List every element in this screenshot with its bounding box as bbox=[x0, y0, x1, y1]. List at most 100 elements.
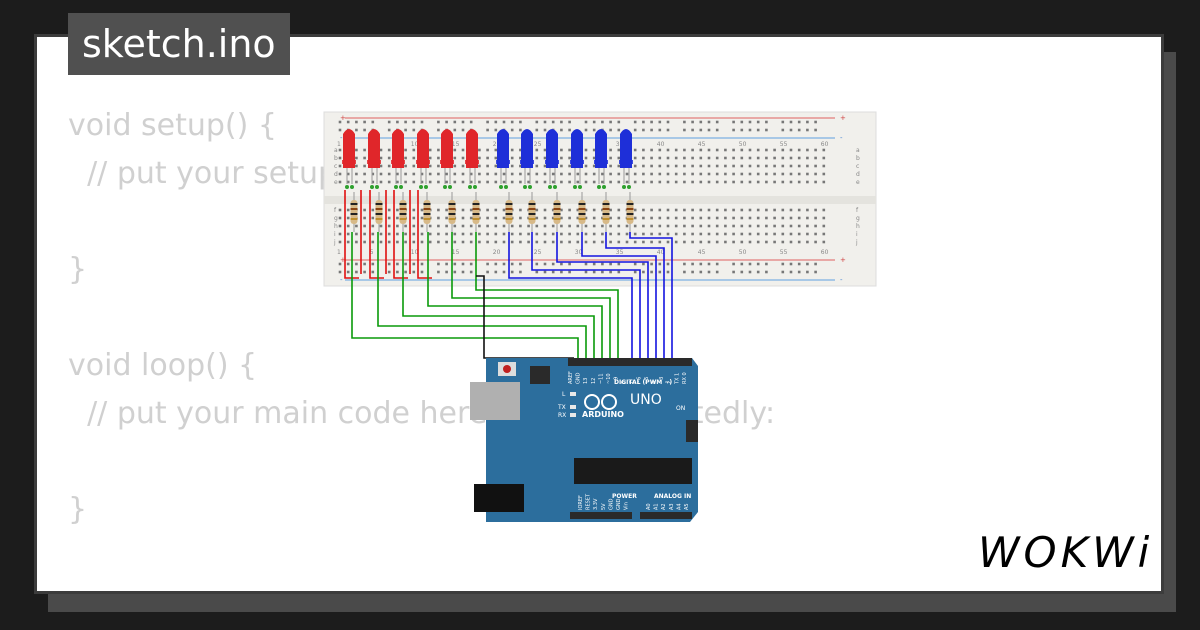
led-pin-dot bbox=[622, 185, 626, 189]
rail-hole bbox=[666, 262, 670, 266]
breadboard-hole bbox=[469, 240, 473, 244]
led-pin-dot bbox=[345, 185, 349, 189]
led-rim bbox=[619, 160, 633, 164]
breadboard-hole bbox=[543, 224, 547, 228]
row-letter: b bbox=[334, 155, 338, 162]
rail-hole bbox=[592, 270, 596, 274]
breadboard-hole bbox=[592, 164, 596, 168]
code-line: void loop() { bbox=[68, 348, 258, 383]
breadboard-hole bbox=[789, 224, 793, 228]
tx-label: TX bbox=[557, 404, 566, 411]
power-pin-label: IOREF bbox=[578, 495, 584, 510]
breadboard-hole bbox=[691, 224, 694, 228]
breadboard-hole bbox=[674, 148, 678, 152]
row-letter: f bbox=[856, 207, 859, 214]
breadboard-hole bbox=[494, 172, 498, 176]
breadboard-hole bbox=[404, 224, 407, 228]
digital-pin-label: ~10 bbox=[606, 373, 612, 384]
resistor-band bbox=[448, 208, 456, 210]
digital-header[interactable] bbox=[568, 358, 692, 366]
rail-hole bbox=[486, 262, 489, 266]
resistor-band bbox=[626, 208, 634, 210]
breadboard-hole bbox=[371, 224, 375, 228]
breadboard-hole bbox=[633, 216, 637, 220]
rail-hole bbox=[650, 270, 653, 274]
breadboard-hole bbox=[396, 216, 399, 220]
reset-button[interactable] bbox=[503, 365, 511, 373]
breadboard-hole bbox=[814, 164, 817, 168]
breadboard-hole bbox=[412, 156, 416, 160]
analog-header[interactable] bbox=[640, 512, 692, 519]
rail-hole bbox=[560, 120, 563, 124]
rail-hole bbox=[584, 262, 588, 266]
led-body bbox=[521, 129, 533, 168]
resistors bbox=[350, 192, 634, 232]
breadboard-hole bbox=[724, 164, 727, 168]
breadboard-hole bbox=[699, 240, 703, 244]
breadboard-hole bbox=[699, 216, 703, 220]
breadboard[interactable]: 1155101015152020252530303535404045455050… bbox=[323, 111, 877, 287]
column-number: 50 bbox=[739, 141, 747, 148]
breadboard-hole bbox=[642, 208, 645, 212]
wires bbox=[344, 190, 673, 360]
digital-pin-label: ~3 bbox=[659, 377, 665, 384]
breadboard-hole bbox=[437, 164, 440, 168]
breadboard-hole bbox=[683, 172, 686, 176]
breadboard-hole bbox=[650, 148, 653, 152]
breadboard-hole bbox=[748, 224, 752, 228]
rail-hole bbox=[502, 270, 506, 274]
digital-pin-label: ~9 bbox=[614, 377, 620, 384]
breadboard-hole bbox=[601, 216, 604, 220]
breadboard-hole bbox=[650, 208, 653, 212]
row-letter: a bbox=[334, 147, 338, 154]
breadboard-hole bbox=[740, 180, 744, 184]
breadboard-hole bbox=[822, 180, 826, 184]
breadboard-hole bbox=[748, 148, 752, 152]
breadboard-hole bbox=[633, 172, 637, 176]
breadboard-hole bbox=[617, 148, 621, 152]
breadboard-hole bbox=[674, 208, 678, 212]
arduino-uno[interactable]: DIGITAL (PWM ~) UNO ARDUINO ON L TX RX P… bbox=[470, 358, 698, 522]
blue-led bbox=[545, 129, 559, 189]
breadboard-hole bbox=[576, 208, 580, 212]
breadboard-hole bbox=[437, 216, 440, 220]
breadboard-hole bbox=[584, 156, 588, 160]
breadboard-hole bbox=[478, 224, 481, 228]
breadboard-hole bbox=[617, 240, 621, 244]
rail-hole bbox=[494, 120, 498, 124]
breadboard-hole bbox=[789, 156, 793, 160]
breadboard-hole bbox=[642, 224, 645, 228]
rail-hole bbox=[601, 270, 604, 274]
breadboard-hole bbox=[797, 180, 801, 184]
breadboard-hole bbox=[601, 224, 604, 228]
breadboard-hole bbox=[674, 224, 678, 228]
power-header[interactable] bbox=[570, 512, 632, 519]
led-pin-dot bbox=[528, 185, 532, 189]
breadboard-hole bbox=[674, 156, 678, 160]
breadboard-hole bbox=[814, 148, 817, 152]
row-letter: b bbox=[856, 155, 860, 162]
breadboard-hole bbox=[363, 172, 366, 176]
breadboard-hole bbox=[650, 232, 653, 236]
rail-hole bbox=[519, 120, 522, 124]
led-pin-dot bbox=[394, 185, 398, 189]
file-tab[interactable]: sketch.ino bbox=[68, 13, 290, 75]
analog-pin-label: A5 bbox=[684, 503, 690, 510]
breadboard-hole bbox=[666, 216, 670, 220]
rail-hole bbox=[453, 128, 457, 132]
column-number: 35 bbox=[616, 249, 624, 256]
rail-hole bbox=[617, 262, 621, 266]
breadboard-hole bbox=[543, 208, 547, 212]
led-pin-dot bbox=[375, 185, 379, 189]
rail-hole bbox=[453, 270, 457, 274]
breadboard-hole bbox=[592, 208, 596, 212]
breadboard-hole bbox=[461, 172, 465, 176]
row-letter: e bbox=[856, 179, 860, 186]
resistor-band bbox=[578, 208, 586, 210]
breadboard-hole bbox=[633, 224, 637, 228]
breadboard-hole bbox=[387, 216, 391, 220]
rail-hole bbox=[396, 270, 399, 274]
breadboard-hole bbox=[568, 164, 571, 168]
breadboard-hole bbox=[625, 224, 629, 228]
breadboard-hole bbox=[756, 156, 760, 160]
